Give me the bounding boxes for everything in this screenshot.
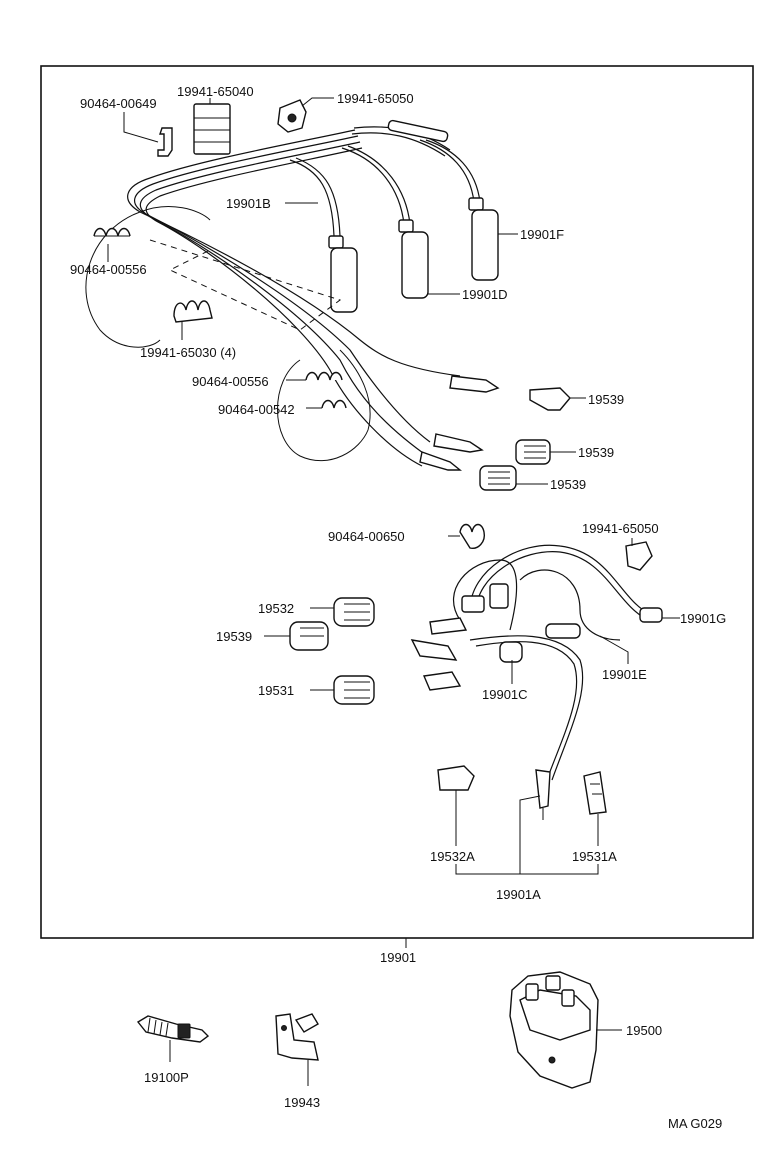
boot-19531	[333, 675, 375, 705]
label-19941-65040: 19941-65040	[177, 84, 254, 99]
label-19901A: 19901A	[496, 887, 541, 902]
boot-19532	[333, 597, 375, 627]
boot-19532A	[437, 765, 475, 791]
dashed-guide	[149, 239, 342, 331]
label-19539-d: 19539	[216, 629, 252, 644]
boot-19539-d	[289, 621, 329, 651]
label-19539-b: 19539	[578, 445, 614, 460]
label-19100P: 19100P	[144, 1070, 189, 1085]
label-90464-00542: 90464-00542	[218, 402, 295, 417]
cable-group-lower	[410, 544, 663, 820]
label-19901G: 19901G	[680, 611, 726, 626]
leader-19941-65050-top	[301, 97, 334, 107]
leader-90464-00649	[123, 112, 159, 143]
label-19901F: 19901F	[520, 227, 564, 242]
cable-bundle	[127, 119, 461, 467]
label-19539-a: 19539	[588, 392, 624, 407]
ignition-coil-19500	[509, 971, 599, 1089]
label-90464-00650: 90464-00650	[328, 529, 405, 544]
boot-19531A	[583, 771, 607, 815]
label-19901B: 19901B	[226, 196, 271, 211]
label-19531: 19531	[258, 683, 294, 698]
clamp-90464-00556-a	[93, 227, 131, 237]
label-19539-c: 19539	[550, 477, 586, 492]
label-90464-00556-b: 90464-00556	[192, 374, 269, 389]
detail-circle-right	[277, 349, 371, 462]
clamp-90464-00650	[459, 523, 485, 549]
leader-19901A	[455, 864, 599, 875]
terminal-lower	[419, 451, 462, 471]
label-19500: 19500	[626, 1023, 662, 1038]
label-19901E: 19901E	[602, 667, 647, 682]
boot-19539-a	[529, 387, 571, 411]
clamp-90464-00556-b	[305, 371, 343, 381]
boot-19539-b	[515, 439, 551, 465]
assembly-frame	[40, 65, 754, 939]
clamp-19941-65030	[173, 300, 213, 323]
label-19532: 19532	[258, 601, 294, 616]
label-19941-65030: 19941-65030 (4)	[140, 345, 236, 360]
leader-19901A-stem	[519, 795, 541, 874]
label-19943: 19943	[284, 1095, 320, 1110]
label-90464-00556-a: 90464-00556	[70, 262, 147, 277]
label-19941-65050-top: 19941-65050	[337, 91, 414, 106]
clamp-90464-00542	[321, 399, 347, 409]
spark-plug-19100P	[136, 1015, 210, 1043]
label-19531A: 19531A	[572, 849, 617, 864]
clamp-19941-65040	[193, 103, 231, 155]
leader-19901E	[599, 635, 629, 664]
cable-19901D	[341, 145, 429, 299]
drawing-code: MA G029	[668, 1116, 722, 1131]
clamp-90464-00649	[157, 127, 173, 157]
label-19532A: 19532A	[430, 849, 475, 864]
cable-19901B	[289, 157, 358, 313]
label-19941-65050-mid: 19941-65050	[582, 521, 659, 536]
boot-19539-c	[479, 465, 517, 491]
clamp-19941-65050-top	[277, 99, 307, 133]
label-19901D: 19901D	[462, 287, 508, 302]
terminal-middle	[433, 433, 484, 453]
cable-19901F	[419, 139, 499, 281]
terminal-upper	[449, 375, 500, 393]
clamp-19941-65050-mid	[625, 541, 653, 571]
label-19901: 19901	[380, 950, 416, 965]
bracket-19943	[275, 1013, 319, 1061]
label-90464-00649: 90464-00649	[80, 96, 157, 111]
label-19901C: 19901C	[482, 687, 528, 702]
